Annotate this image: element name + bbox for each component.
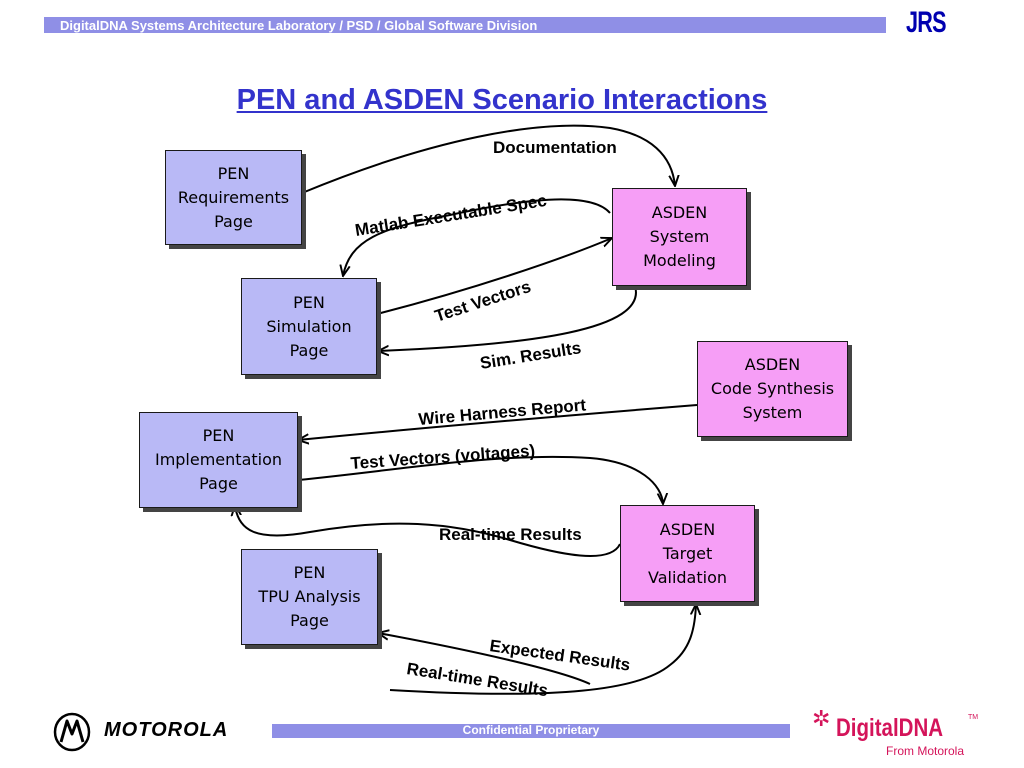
brand-suffix: DNA — [898, 714, 944, 742]
box-line: Target — [662, 543, 713, 563]
flow-realtime-results-tpu — [378, 633, 591, 685]
digitaldna-from-motorola: From Motorola — [886, 744, 965, 758]
header-banner — [44, 17, 886, 33]
footer-banner — [272, 724, 790, 738]
pen-implementation-page-box: PEN Implementation Page — [139, 412, 298, 508]
box-line: ASDEN — [744, 355, 801, 374]
pen-simulation-page-box: PEN Simulation Page — [241, 278, 377, 375]
label-matlab-spec: Matlab Executable Spec — [354, 191, 548, 240]
box-line: Requirements — [177, 187, 290, 207]
box-line: PEN — [293, 292, 325, 312]
motorola-batwing-icon — [53, 712, 91, 752]
header-banner-text: DigitalDNA Systems Architecture Laborato… — [60, 18, 538, 33]
asden-code-synthesis-box: ASDEN Code Synthesis System — [697, 341, 848, 437]
box-line: PEN — [293, 563, 326, 582]
flow-documentation — [301, 124, 675, 194]
box-line: Implementation — [154, 450, 283, 469]
digitaldna-tm: TM — [968, 714, 979, 721]
flow-expected-results — [389, 604, 696, 695]
label-test-vectors-voltages: Test Vectors (voltages) — [350, 441, 536, 473]
label-expected-results: Expected Results — [488, 636, 631, 675]
flow-test-vectors-voltages — [297, 455, 663, 504]
flow-test-vectors — [376, 238, 612, 315]
flow-sim-results — [378, 285, 637, 351]
flow-wire-harness — [298, 404, 698, 440]
confidentiality-notice: Confidential Proprietary — [462, 723, 600, 737]
box-line: Modeling — [643, 251, 716, 270]
pen-tpu-analysis-page-box: PEN TPU Analysis Page — [241, 549, 378, 645]
box-line: System — [742, 403, 803, 422]
box-line: PEN — [202, 426, 235, 445]
digitaldna-wordmark: DigitalDNA — [836, 714, 943, 743]
box-line: ASDEN — [651, 203, 708, 222]
digitaldna-star-icon: ✲ — [812, 706, 831, 731]
asden-target-validation-box: ASDEN Target Validation — [620, 505, 755, 602]
box-line: Page — [290, 611, 329, 630]
box-line: System — [649, 227, 710, 246]
box-line: Page — [214, 211, 253, 231]
box-line: ASDEN — [659, 519, 716, 539]
box-line: PEN — [217, 163, 250, 183]
label-documentation: Documentation — [493, 138, 617, 157]
box-line: Code Synthesis — [710, 379, 835, 398]
box-line: TPU Analysis — [258, 587, 361, 606]
box-line: Simulation — [266, 316, 352, 336]
box-line: Page — [199, 474, 238, 493]
motorola-wordmark: MOTOROLA — [104, 719, 229, 741]
box-line: Validation — [647, 567, 727, 587]
jrs-logo: JRS — [906, 6, 947, 39]
brand-prefix: Digital — [836, 714, 899, 742]
flow-realtime-results-impl — [235, 505, 621, 557]
label-realtime-results-impl: Real-time Results — [439, 525, 582, 544]
asden-system-modeling-box: ASDEN System Modeling — [612, 188, 747, 286]
pen-requirements-page-box: PEN Requirements Page — [165, 150, 302, 245]
box-line: Page — [289, 340, 329, 360]
label-wire-harness: Wire Harness Report — [418, 395, 587, 429]
flow-matlab-spec — [343, 198, 611, 276]
slide-title: PEN and ASDEN Scenario Interactions — [236, 84, 768, 116]
